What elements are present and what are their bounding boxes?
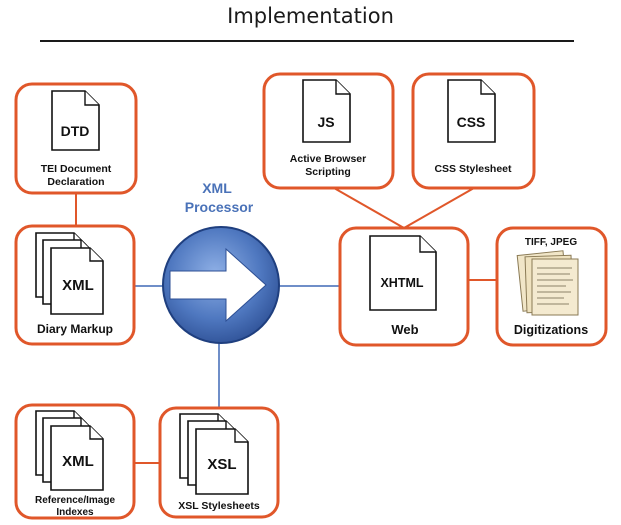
dtd-doc-label: DTD: [61, 123, 90, 139]
connector-css-web: [403, 187, 475, 229]
reference-indexes-node: XML Reference/Image Indexes: [14, 403, 136, 520]
reference-doc-label: XML: [62, 453, 94, 470]
processor-label-line2: Processor: [185, 199, 254, 215]
scanned-pages-icon: [516, 250, 579, 316]
processor-label-line1: XML: [202, 180, 232, 196]
digitizations-top-label: TIFF, JPEG: [525, 237, 577, 248]
diary-doc-label: XML: [62, 277, 94, 294]
title-underline: [40, 40, 574, 42]
dtd-document-icon: [51, 90, 100, 151]
js-caption-line1: Active Browser: [290, 153, 366, 165]
js-node: JS Active Browser Scripting: [262, 72, 395, 190]
connector-js-web: [333, 187, 405, 229]
css-doc-label: CSS: [457, 114, 486, 130]
reference-document-stack-icon: [35, 410, 104, 491]
dtd-node: DTD TEI Document Declaration: [14, 82, 138, 195]
digitizations-caption: Digitizations: [514, 323, 588, 337]
css-node: CSS CSS Stylesheet: [411, 72, 536, 190]
xsl-document-stack-icon: [179, 413, 249, 495]
xhtml-document-icon: [369, 235, 437, 311]
xsl-caption: XSL Stylesheets: [178, 500, 260, 512]
css-caption: CSS Stylesheet: [434, 163, 512, 175]
diagram-title: Implementation: [227, 4, 394, 28]
diary-markup-node: XML Diary Markup: [14, 224, 136, 346]
diary-document-stack-icon: [35, 232, 104, 315]
dtd-caption-line1: TEI Document: [41, 163, 112, 175]
reference-caption-line2: Indexes: [56, 507, 94, 518]
arrow-right-icon: [169, 247, 267, 323]
js-caption-line2: Scripting: [305, 166, 351, 178]
diary-caption: Diary Markup: [37, 322, 113, 336]
js-document-icon: [302, 79, 351, 143]
web-doc-label: XHTML: [380, 276, 423, 290]
digitizations-node: TIFF, JPEG Digitizations: [495, 226, 608, 347]
dtd-caption-line2: Declaration: [47, 176, 104, 188]
js-doc-label: JS: [317, 114, 334, 130]
web-node: XHTML Web: [338, 226, 470, 347]
xsl-doc-label: XSL: [207, 456, 236, 473]
reference-caption-line1: Reference/Image: [35, 495, 115, 506]
xsl-stylesheets-node: XSL XSL Stylesheets: [158, 406, 280, 519]
web-caption: Web: [391, 322, 418, 337]
css-document-icon: [447, 79, 496, 143]
xml-processor-node: XML Processor: [162, 180, 280, 344]
